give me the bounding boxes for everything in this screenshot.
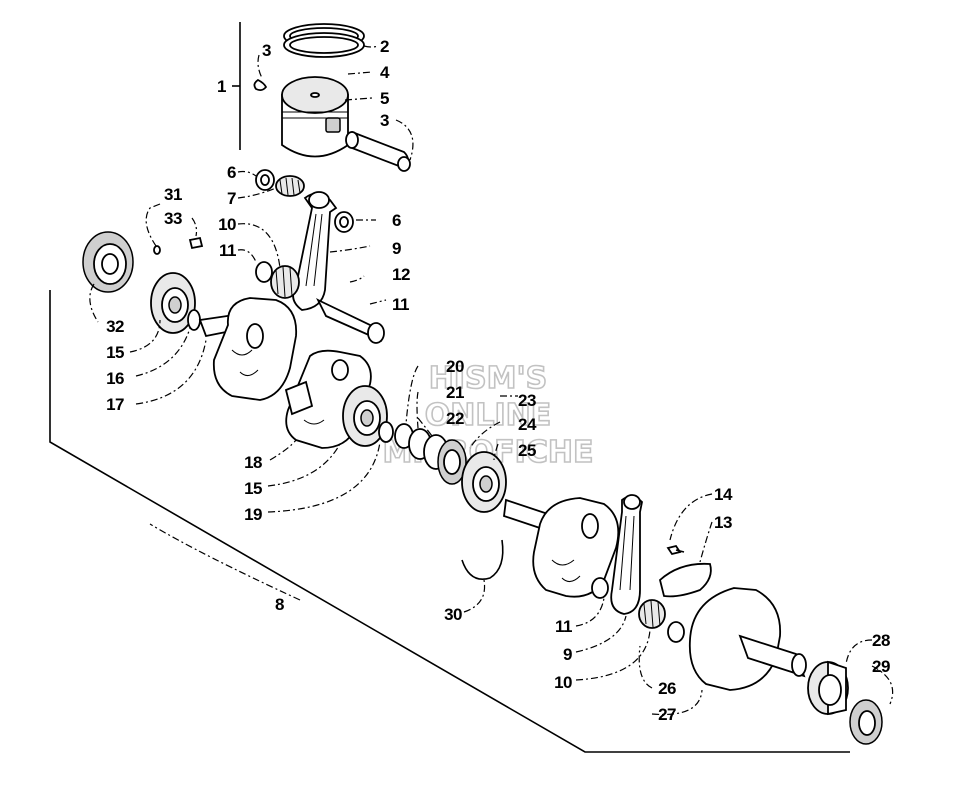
balance-weight-13: [658, 562, 712, 598]
assembly-bracket-8: [49, 22, 850, 753]
callout-11-lower: 11: [555, 617, 572, 636]
callout-19: 19: [244, 505, 262, 524]
spacer-ring-center: [378, 421, 394, 443]
crank-pin: [316, 298, 385, 344]
callout-21: 21: [446, 383, 464, 402]
callout-33: 33: [164, 209, 182, 228]
callout-30: 30: [444, 605, 462, 624]
big-end-thrust-washer-lower: [591, 577, 609, 599]
watermark-line-1: HISM'S: [429, 361, 548, 396]
leader-lines: [89, 45, 894, 716]
screw-14: [666, 544, 685, 556]
callout-10-upper: 10: [218, 215, 236, 234]
big-end-bearing-upper: [270, 265, 300, 299]
connecting-rod-lower: [610, 494, 643, 615]
callout-11-upper-right: 11: [392, 295, 409, 314]
callout-17: 17: [106, 395, 124, 414]
callout-23: 23: [518, 391, 536, 410]
woodruff-key-33: [188, 236, 204, 250]
dowel-pin-31: [153, 245, 161, 255]
callout-31: 31: [164, 185, 182, 204]
crank-half-left: [198, 297, 298, 401]
callout-8: 8: [275, 595, 284, 614]
callout-9-upper: 9: [392, 239, 401, 258]
callout-6-left: 6: [227, 163, 236, 182]
oil-seal-left: [82, 231, 134, 293]
callout-28: 28: [872, 631, 890, 650]
callout-14: 14: [714, 485, 733, 504]
small-end-bearing-upper: [275, 175, 305, 197]
callout-10-lower: 10: [554, 673, 572, 692]
callout-7: 7: [227, 189, 236, 208]
callout-labels: 1 2 3 4 5 3 6 7 31 33 10 6 9 11 12 11 32…: [106, 37, 890, 724]
piston-pin-circlip-right: [397, 156, 411, 172]
callout-4: 4: [380, 63, 390, 82]
big-end-bearing-lower: [638, 599, 666, 629]
callout-9-lower: 9: [563, 645, 572, 664]
callout-15-upper: 15: [106, 343, 124, 362]
labyrinth-seal-rings: [394, 423, 467, 485]
callout-5: 5: [380, 89, 389, 108]
callout-12: 12: [392, 265, 410, 284]
crank-half-pto: [688, 587, 807, 691]
callout-20: 20: [446, 357, 464, 376]
callout-29: 29: [872, 657, 890, 676]
callout-27: 27: [658, 705, 676, 724]
main-bearing-right: [461, 451, 507, 513]
small-end-washer-right: [334, 211, 354, 233]
piston: [281, 76, 349, 158]
callout-11-upper-left: 11: [219, 241, 236, 260]
callout-22: 22: [446, 409, 464, 428]
callout-2: 2: [380, 37, 389, 56]
oil-seal-pto: [849, 699, 883, 745]
small-end-washer-left: [255, 169, 275, 191]
callout-13: 13: [714, 513, 732, 532]
connecting-rod-upper: [292, 191, 338, 311]
callout-32: 32: [106, 317, 124, 336]
thrust-washer-26: [667, 621, 685, 643]
callout-24: 24: [518, 415, 537, 434]
main-bearing-pto: [807, 660, 849, 716]
spacer-ring-left: [187, 309, 201, 331]
callout-3-upper-right: 3: [380, 111, 389, 130]
callout-3-upper-left: 3: [262, 41, 271, 60]
snap-ring-30: [461, 539, 504, 580]
callout-15-lower: 15: [244, 479, 262, 498]
callout-1: 1: [217, 77, 226, 96]
main-bearing-center: [342, 385, 388, 447]
big-end-thrust-washer-upper: [255, 261, 273, 283]
callout-16: 16: [106, 369, 124, 388]
callout-18: 18: [244, 453, 262, 472]
main-bearing-left: [150, 272, 196, 334]
callout-25: 25: [518, 441, 536, 460]
callout-6-right: 6: [392, 211, 401, 230]
watermark-line-2: ONLINE: [425, 398, 552, 433]
callout-26: 26: [658, 679, 676, 698]
piston-rings: [283, 23, 365, 58]
piston-pin-circlip-left: [253, 78, 268, 92]
